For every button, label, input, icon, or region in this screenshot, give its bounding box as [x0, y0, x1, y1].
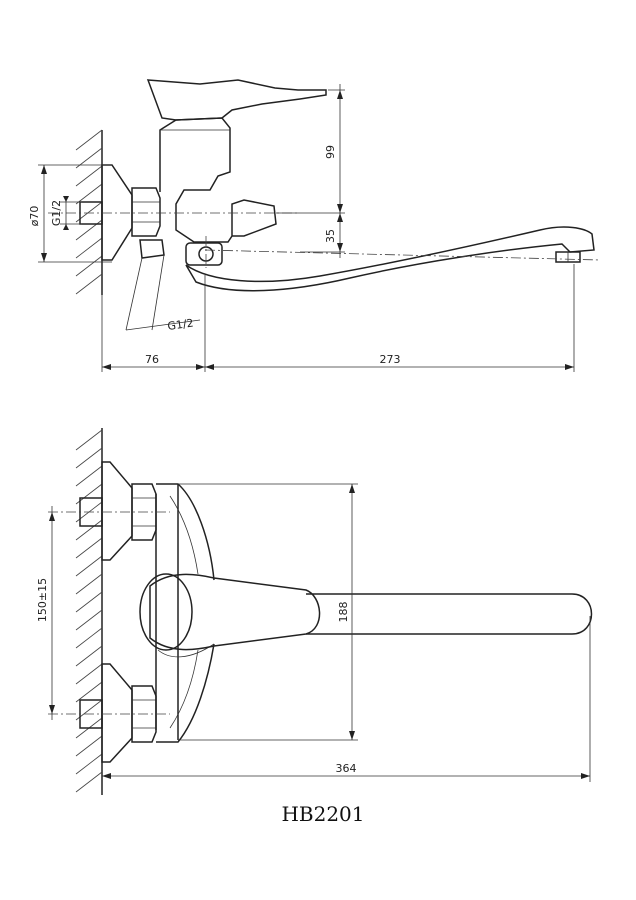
faucet-body [159, 117, 277, 243]
dimension-99-35: 99 35 [276, 84, 345, 258]
dim-364-label: 364 [336, 762, 357, 775]
dim-273-label: 273 [380, 353, 401, 366]
dimension-150: 150±15 [36, 506, 55, 720]
top-view: 150±15 188 364 [36, 428, 593, 795]
side-view: 99 35 ø70 G1/2 G1/2 [28, 79, 601, 372]
dimension-g12-outlet: G1/2 [125, 254, 201, 333]
dim-188-label: 188 [337, 602, 350, 623]
hex-nut-lower [131, 685, 157, 743]
hex-nut [131, 187, 161, 237]
dim-35-label: 35 [324, 229, 337, 243]
dimension-phi70: ø70 [28, 164, 112, 263]
model-code: HB2201 [281, 802, 364, 826]
outlet-nipple [139, 239, 165, 259]
handle-disk [139, 573, 193, 651]
escutcheon-upper [101, 461, 133, 561]
dim-phi70-label: ø70 [28, 206, 41, 227]
dim-99-label: 99 [324, 145, 337, 159]
spout-base [185, 242, 223, 266]
dimension-g12-inlet: G1/2 [50, 196, 82, 230]
lever-handle [146, 79, 327, 121]
center-line-outlet [204, 249, 601, 261]
body-wing-upper [156, 483, 215, 581]
body-wing-lower [156, 643, 215, 743]
dim-g12-outlet-label: G1/2 [167, 316, 195, 333]
lever-top [149, 573, 321, 651]
dimension-188: 188 [178, 483, 358, 741]
dimension-76-273: 76 273 [101, 264, 575, 372]
escutcheon-lower [101, 663, 133, 763]
escutcheon-cone [101, 164, 133, 261]
wall-hatching-top [75, 429, 103, 793]
body-edges [155, 484, 179, 740]
dim-150-label: 150±15 [36, 578, 49, 622]
dim-g12-inlet-label: G1/2 [50, 200, 63, 226]
dimension-364: 364 [102, 616, 591, 782]
spout-top [306, 593, 593, 635]
dim-76-label: 76 [145, 353, 159, 366]
spout [185, 226, 595, 292]
